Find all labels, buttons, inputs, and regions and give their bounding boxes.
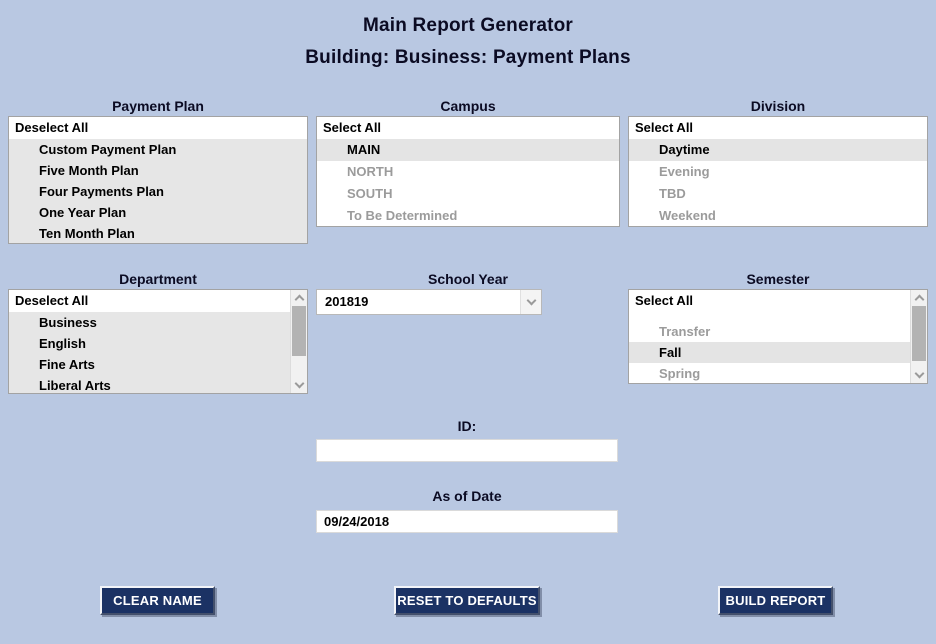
chevron-down-icon[interactable] [520, 290, 541, 314]
list-item[interactable]: English [9, 333, 307, 354]
page-title: Main Report Generator [362, 15, 574, 36]
id-label: ID: [457, 418, 477, 434]
list-item[interactable]: Liberal Arts [9, 375, 307, 393]
semester-vertical-scrollbar[interactable] [910, 290, 927, 383]
list-item[interactable]: Ten Month Plan [9, 223, 307, 243]
list-item[interactable]: TBD [659, 186, 686, 201]
school-year-header: School Year [428, 271, 508, 287]
school-year-dropdown[interactable]: 201819 [316, 289, 542, 315]
semester-listbox: Select All Transfer Fall Spring [628, 289, 928, 384]
list-item[interactable]: MAIN [317, 139, 619, 161]
list-item-select-all[interactable]: Select All [635, 120, 694, 135]
list-item[interactable]: Spring [659, 366, 701, 381]
list-item[interactable]: Custom Payment Plan [9, 139, 307, 160]
scrollbar-thumb[interactable] [292, 306, 306, 356]
reset-to-defaults-button[interactable]: RESET TO DEFAULTS [394, 586, 540, 615]
campus-header: Campus [440, 98, 496, 114]
list-item-select-all[interactable]: Select All [323, 120, 382, 135]
department-vertical-scrollbar[interactable] [290, 290, 307, 393]
list-item[interactable]: Fall [629, 342, 927, 363]
semester-header: Semester [746, 271, 810, 287]
campus-listbox: Select All MAIN NORTH SOUTH To Be Determ… [316, 116, 620, 227]
build-report-button[interactable]: BUILD REPORT [718, 586, 833, 615]
list-spacer [629, 312, 927, 321]
scroll-down-icon[interactable] [911, 368, 927, 383]
division-header: Division [750, 98, 806, 114]
list-item-deselect-all[interactable]: Deselect All [15, 293, 89, 308]
scroll-down-icon[interactable] [291, 378, 307, 393]
scroll-up-icon[interactable] [911, 290, 927, 305]
id-input[interactable] [316, 439, 618, 462]
department-listbox: Deselect All Business English Fine Arts … [8, 289, 308, 394]
list-item[interactable]: Daytime [629, 139, 927, 161]
payment-plan-header: Payment Plan [112, 98, 204, 114]
list-item[interactable]: Evening [659, 164, 710, 179]
list-item[interactable]: NORTH [347, 164, 394, 179]
clear-name-button[interactable]: CLEAR NAME [100, 586, 215, 615]
list-item[interactable]: To Be Determined [347, 208, 458, 223]
payment-plan-listbox: Deselect All Custom Payment Plan Five Mo… [8, 116, 308, 244]
division-listbox: Select All Daytime Evening TBD Weekend [628, 116, 928, 227]
list-item[interactable]: Transfer [659, 324, 711, 339]
as-of-date-input[interactable] [316, 510, 618, 533]
page-subtitle: Building: Business: Payment Plans [305, 47, 631, 68]
list-item-select-all[interactable]: Select All [635, 293, 694, 308]
scroll-up-icon[interactable] [291, 290, 307, 305]
list-item[interactable]: Weekend [659, 208, 716, 223]
school-year-value: 201819 [325, 294, 369, 309]
list-item[interactable]: Five Month Plan [9, 160, 307, 181]
scrollbar-thumb[interactable] [912, 306, 926, 361]
list-item[interactable]: SOUTH [347, 186, 393, 201]
list-item[interactable]: Fine Arts [9, 354, 307, 375]
list-item-deselect-all[interactable]: Deselect All [15, 120, 89, 135]
department-header: Department [119, 271, 197, 287]
as-of-date-label: As of Date [432, 488, 502, 504]
list-item[interactable]: One Year Plan [9, 202, 307, 223]
list-item[interactable]: Four Payments Plan [9, 181, 307, 202]
list-item[interactable]: Business [9, 312, 307, 333]
